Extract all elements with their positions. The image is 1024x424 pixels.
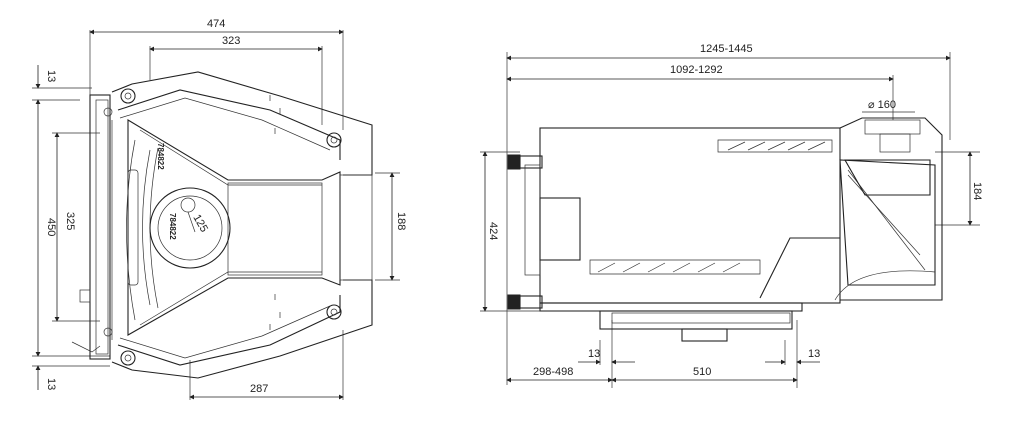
label-450: 450 — [45, 218, 57, 236]
front-stove-body: 125 784822 784822 — [71, 71, 373, 379]
label-323: 323 — [222, 35, 240, 47]
dim-inner-height: 325 — [52, 132, 100, 322]
front-view: 474 323 13 450 13 3 — [32, 18, 407, 400]
label-total-length: 1245-1445 — [700, 43, 753, 55]
dim-body-length: 1092-1292 — [506, 64, 894, 120]
label-flue-125: 125 — [190, 213, 210, 235]
part-code-mid: 784822 — [168, 213, 177, 240]
label-13-left: 13 — [588, 348, 600, 360]
dim-overall-height: 450 — [32, 99, 110, 367]
dim-total-length: 1245-1445 — [506, 43, 951, 385]
label-188: 188 — [395, 212, 407, 230]
dim-flue-diameter: ⌀ 160 — [862, 99, 915, 113]
dim-base-width: 510 — [611, 320, 798, 388]
dim-side-height: 424 — [480, 151, 520, 312]
dim-left-gap: 13 — [578, 340, 635, 365]
label-510: 510 — [693, 366, 711, 378]
dim-right-gap: 13 — [765, 340, 820, 365]
dim-front-offset: 298-498 — [506, 320, 613, 388]
label-184: 184 — [971, 182, 983, 200]
dim-inner-width: 323 — [149, 35, 323, 125]
label-flue-160: ⌀ 160 — [868, 99, 896, 111]
dim-top-offset: 13 — [32, 65, 92, 101]
label-13-right: 13 — [808, 348, 820, 360]
side-view: 1245-1445 1092-1292 ⌀ 160 184 424 298-49… — [480, 43, 983, 388]
dim-bottom-offset: 13 — [35, 365, 57, 390]
label-287: 287 — [250, 383, 268, 395]
label-298-498: 298-498 — [533, 366, 573, 378]
label-424: 424 — [487, 222, 499, 240]
label-13-top: 13 — [45, 70, 57, 82]
label-body-length: 1092-1292 — [670, 64, 723, 76]
part-code-top: 784822 — [156, 143, 165, 170]
side-stove-body — [507, 117, 943, 342]
label-13-bottom: 13 — [45, 378, 57, 390]
dim-bottom-width: 287 — [189, 330, 344, 400]
label-325: 325 — [64, 212, 76, 230]
label-474: 474 — [207, 18, 225, 30]
dim-overall-width: 474 — [89, 18, 344, 130]
dim-opening-height: 188 — [375, 172, 407, 281]
